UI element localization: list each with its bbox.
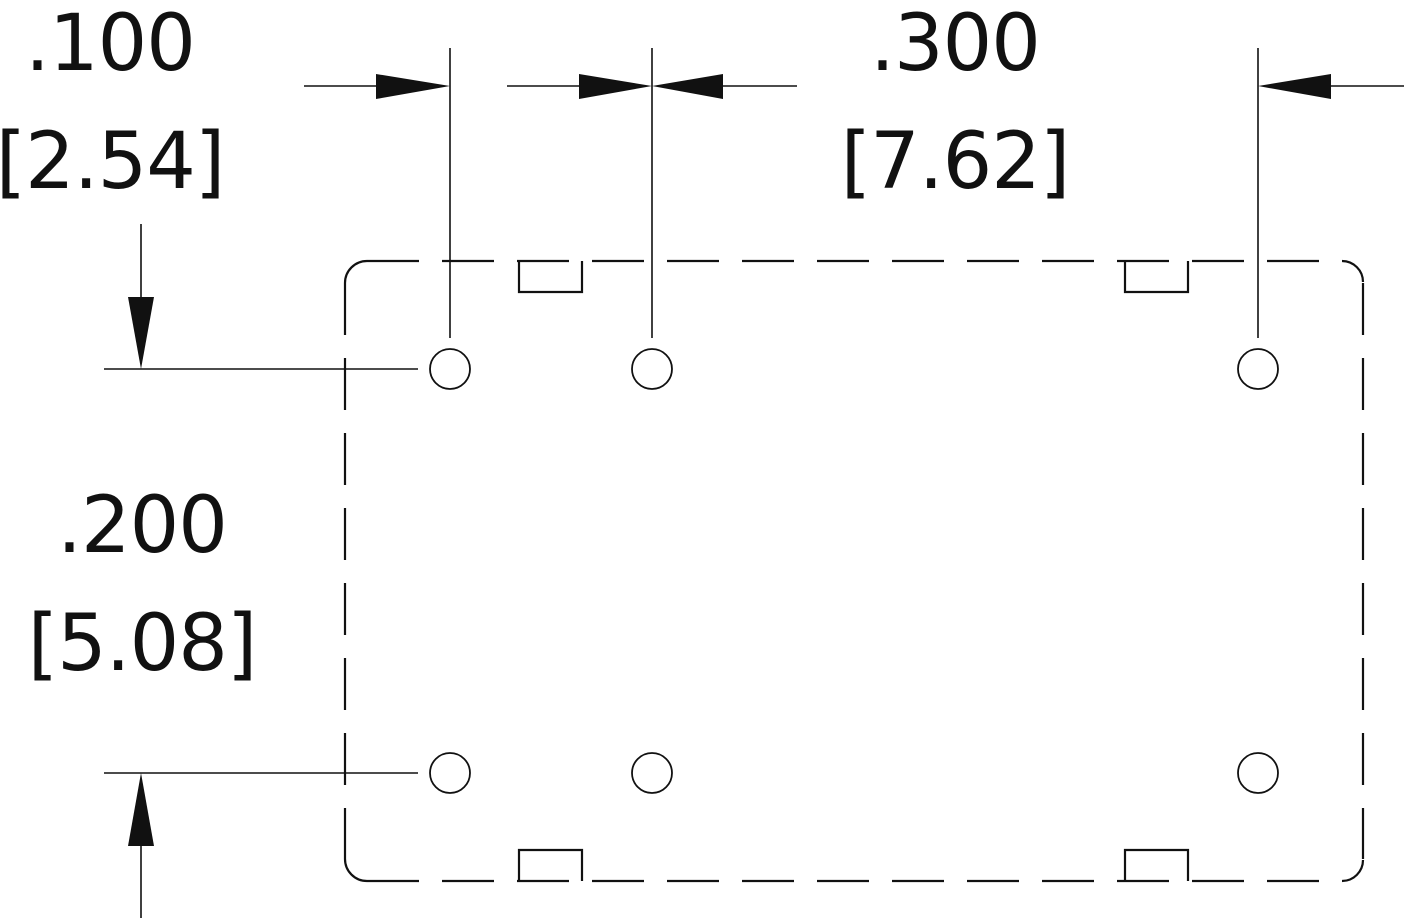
- pin-hole-icon: [429, 348, 471, 390]
- tab-bottom-left: [517, 848, 584, 881]
- arrow-down-icon: [128, 297, 154, 369]
- dimension-arrows: [128, 74, 1404, 918]
- arrow-left-icon: [652, 74, 723, 99]
- pin-hole-icon: [1237, 348, 1279, 390]
- dim-100-mm: [2.54]: [0, 117, 224, 207]
- pin-hole-icon: [631, 348, 673, 390]
- tab-top-left: [517, 261, 584, 294]
- arrow-left-icon: [1258, 74, 1331, 99]
- pin-hole-icon: [1237, 752, 1279, 794]
- pin-hole-icon: [631, 752, 673, 794]
- pin-hole-icon: [429, 752, 471, 794]
- dim-100-inch: .100: [25, 0, 195, 89]
- arrow-right-icon: [376, 74, 450, 99]
- outline-tabs: [517, 261, 1190, 881]
- pin-holes: [429, 348, 1279, 794]
- dim-300-inch: .300: [870, 0, 1040, 89]
- dim-200-inch: .200: [57, 481, 227, 571]
- tab-top-right: [1123, 261, 1190, 294]
- arrow-up-icon: [128, 773, 154, 846]
- dim-300-mm: [7.62]: [841, 117, 1070, 207]
- arrow-right-icon: [579, 74, 652, 99]
- extension-lines: [104, 48, 1259, 774]
- component-outline: [343, 259, 1365, 883]
- tab-bottom-right: [1123, 848, 1190, 881]
- dim-200-mm: [5.08]: [28, 599, 257, 689]
